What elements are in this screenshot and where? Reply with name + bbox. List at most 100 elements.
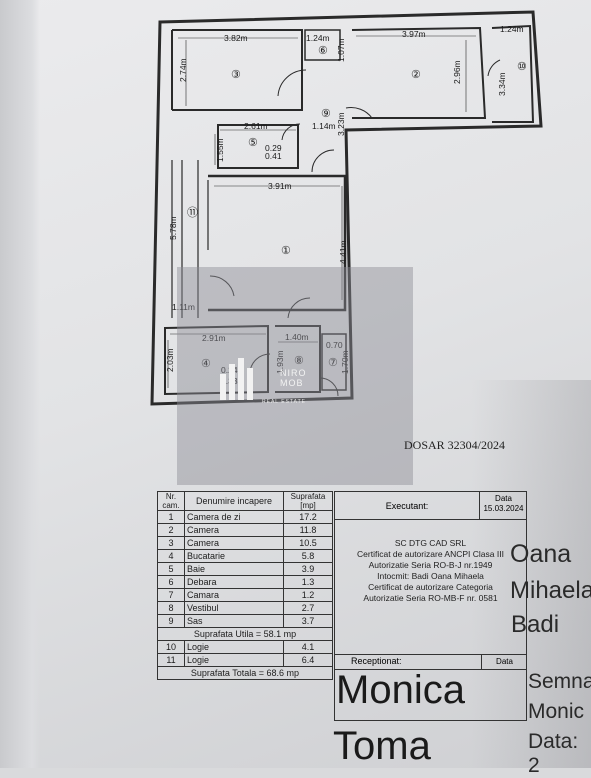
- row-area: 2.7: [283, 601, 333, 615]
- row-nr: 6: [157, 575, 185, 589]
- bath-window-1: 0.29: [265, 143, 282, 153]
- watermark-logo: NIRO MOB REAL ESTATE: [214, 350, 324, 410]
- bath-window-2: 0.41: [265, 151, 282, 161]
- watermark-brand: NIRO MOB: [280, 368, 307, 388]
- row-name: Sas: [184, 614, 284, 628]
- dim-room6-width: 1.24m: [306, 33, 330, 43]
- dim-hall9-width: 1.14m: [312, 121, 336, 131]
- room-number-3: ③: [231, 69, 241, 81]
- rooms-table: Nr. cam. Denumire incapere Suprafata [mp…: [157, 491, 333, 680]
- room-number-4: ④: [201, 358, 211, 370]
- page-edge-shadow: [0, 0, 40, 768]
- receptionat-label: Receptionat:: [351, 656, 402, 666]
- grand-total-row: Suprafata Totala = 68.6 mp: [157, 666, 333, 680]
- row-name: Baie: [184, 562, 284, 576]
- row-name: Camera de zi: [184, 510, 284, 524]
- row-name: Vestibul: [184, 601, 284, 615]
- room-number-5: ⑤: [248, 137, 258, 149]
- dim-room2-height: 2.96m: [452, 60, 462, 84]
- header-name: Denumire incapere: [184, 491, 284, 511]
- dim-logia11-height: 5.78m: [168, 216, 178, 240]
- room-number-2: ②: [411, 69, 421, 81]
- dim-bath-width: 2.61m: [244, 121, 268, 131]
- row-name: Logie: [184, 640, 284, 654]
- watermark-overlay: [177, 267, 413, 485]
- handwritten-side-name: Monic: [528, 700, 585, 723]
- room-number-7: ⑦: [328, 357, 338, 369]
- dim-kitchen-width: 2.91m: [202, 333, 226, 343]
- row-name: Logie: [184, 653, 284, 667]
- row-area: 11.8: [283, 523, 333, 537]
- room-number-8: ⑧: [294, 355, 304, 367]
- handwritten-side-date: Data: 2: [528, 730, 579, 777]
- row-area: 4.1: [283, 640, 333, 654]
- header-nr: Nr. cam.: [157, 491, 185, 511]
- row-nr: 1: [157, 510, 185, 524]
- room-number-9: ⑨: [321, 108, 331, 120]
- handwritten-signature-middle: Mihaela: [510, 577, 591, 604]
- util-total-row: Suprafata Utila = 58.1 mp: [157, 627, 333, 641]
- row-area: 1.2: [283, 588, 333, 602]
- watermark-tagline: REAL ESTATE: [262, 399, 306, 405]
- dim-pantry-height: 1.70m: [340, 350, 350, 374]
- page-shadow: [471, 380, 591, 768]
- row-name: Camara: [184, 588, 284, 602]
- row-name: Camera: [184, 523, 284, 537]
- room-number-1: ①: [281, 245, 291, 257]
- dim-hall9-height: 3.23m: [336, 112, 346, 136]
- row-nr: 3: [157, 536, 185, 550]
- row-nr: 10: [157, 640, 185, 654]
- row-name: Camera: [184, 536, 284, 550]
- dim-pantry-width: 0.70: [326, 340, 343, 350]
- receptionat-row: Receptionat: Data: [335, 654, 526, 670]
- dim-kitchen-height: 2.03m: [165, 348, 175, 372]
- dim-hall8-height: 1.93m: [275, 350, 285, 374]
- building-logo-icon: [220, 358, 253, 400]
- row-area: 10.5: [283, 536, 333, 550]
- dim-room6-height: 1.07m: [336, 38, 346, 62]
- receptionat-date-label: Data: [481, 655, 527, 669]
- row-nr: 8: [157, 601, 185, 615]
- row-area: 6.4: [283, 653, 333, 667]
- header-area: Suprafata [mp]: [283, 491, 333, 511]
- prepared-by-line: Intocmit: Badi Oana Mihaela: [377, 571, 484, 581]
- row-area: 3.9: [283, 562, 333, 576]
- util-total: Suprafata Utila = 58.1 mp: [157, 627, 333, 641]
- row-name: Bucatarie: [184, 549, 284, 563]
- row-nr: 2: [157, 523, 185, 537]
- room-number-6: ⑥: [318, 45, 328, 57]
- dim-bath-height: 1.55m: [215, 138, 225, 162]
- row-nr: 9: [157, 614, 185, 628]
- room-number-11: ⑪: [187, 206, 198, 219]
- handwritten-signature-first: Oana: [510, 540, 572, 568]
- row-nr: 7: [157, 588, 185, 602]
- row-nr: 4: [157, 549, 185, 563]
- date-header: Data 15.03.2024: [480, 492, 527, 520]
- room-number-10: ⑩: [517, 61, 527, 73]
- category-certificate-line: Certificat de autorizare Categoria: [368, 582, 493, 592]
- row-area: 5.8: [283, 549, 333, 563]
- handwritten-side-label: Semna: [528, 670, 591, 693]
- date-value: 15.03.2024: [483, 504, 524, 513]
- executant-details: SC DTG CAD SRL Certificat de autorizare …: [335, 538, 526, 604]
- dim-room1-height: 4.41m: [338, 240, 348, 264]
- dossier-number: DOSAR 32304/2024: [404, 438, 506, 452]
- dim-room3-height: 2.74m: [178, 58, 188, 82]
- company-name: SC DTG CAD SRL: [394, 538, 467, 548]
- executant-label: Executant:: [335, 492, 480, 520]
- grand-total: Suprafata Totala = 68.6 mp: [157, 666, 333, 680]
- dim-hall8-width: 1.40m: [285, 332, 309, 342]
- dim-room3-width: 3.82m: [224, 33, 248, 43]
- executant-box: Executant: Data 15.03.2024 SC DTG CAD SR…: [334, 491, 527, 721]
- row-area: 3.7: [283, 614, 333, 628]
